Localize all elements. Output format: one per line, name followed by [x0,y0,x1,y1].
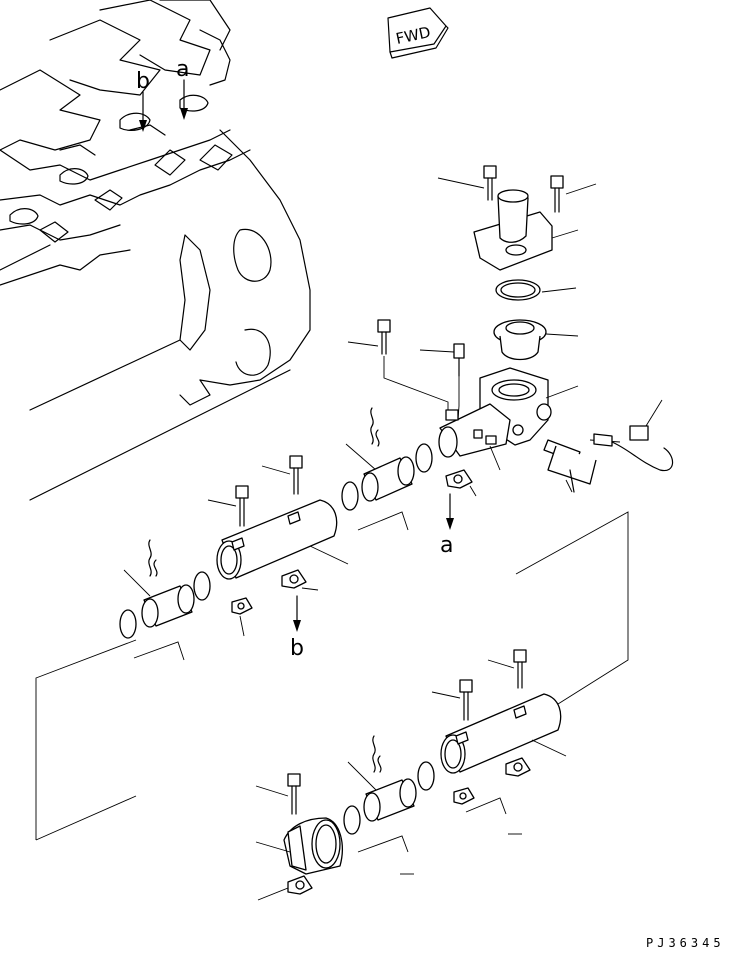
engine-port-markers: a b [136,57,189,132]
cover-bolt-right [550,175,564,213]
engine-label-a: a [176,57,189,82]
lower-connector-group [343,735,522,875]
thermostat [493,319,579,361]
left-connector-group [119,539,211,661]
housing-bolts [347,319,465,421]
thermostat-cover-assembly [437,165,597,271]
housing-small-parts [473,429,501,471]
outlet-label-a: a [440,533,453,558]
engine-block [0,0,311,501]
engine-label-b: b [136,69,150,94]
elbow-outlet-assembly [255,773,343,901]
fwd-label: FWD [394,23,432,48]
cover-bolt-left [483,165,497,201]
fwd-direction-tag: FWD [387,7,449,59]
lower-pipe-assembly [431,649,567,815]
thermostat-gasket [495,279,577,301]
drawing-code: PJ36345 [646,936,725,950]
outlet-label-b: b [290,636,304,661]
group-bracket-lines [35,511,629,841]
middle-pipe-assembly: b [207,455,349,661]
temperature-sensor [543,399,674,493]
upper-connector-group: a [341,407,477,558]
